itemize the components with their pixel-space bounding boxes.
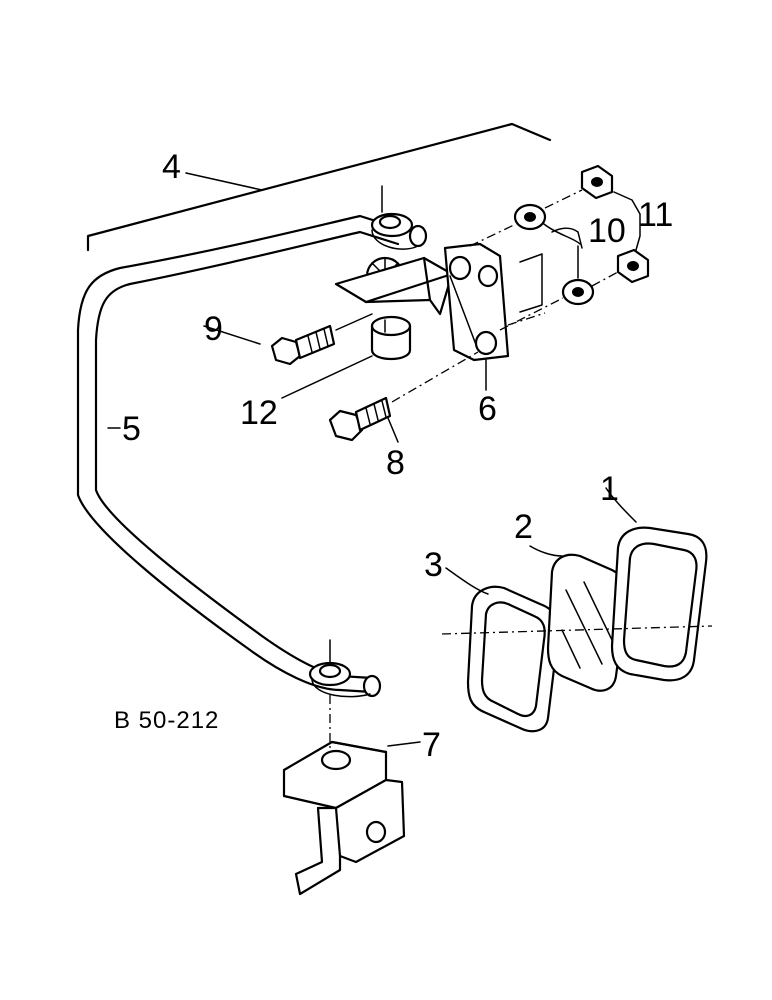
spacer-12 [370, 315, 412, 361]
callout-5: 5 [122, 410, 141, 448]
nut-upper-11 [544, 164, 614, 209]
mounting-bracket-7 [282, 695, 406, 896]
callout-10: 10 [588, 212, 626, 250]
bracket-plate-6 [443, 242, 546, 362]
callout-2: 2 [514, 508, 533, 546]
callout-7: 7 [422, 726, 441, 764]
lock-washer-lower-10 [499, 278, 595, 331]
callout-4: 4 [162, 148, 181, 186]
bolt-9 [270, 313, 373, 366]
callout-11: 11 [638, 196, 673, 234]
callout-9: 9 [204, 310, 223, 348]
angle-bracket [334, 256, 454, 316]
mirror-centerline [441, 625, 713, 635]
callout-8: 8 [386, 444, 405, 482]
mirror-housing-1 [610, 526, 708, 682]
callout-6: 6 [478, 390, 497, 428]
mirror-frame-3 [466, 585, 560, 733]
callout-3: 3 [424, 546, 443, 584]
lock-washer-upper-10 [469, 203, 547, 247]
bolt-8 [328, 351, 479, 442]
figure-code: B 50-212 [114, 707, 219, 734]
callout-1: 1 [600, 470, 619, 508]
leader-lines [107, 185, 641, 747]
nut-lower-11 [591, 248, 650, 287]
assembly-bracket-4 [86, 122, 552, 252]
callout-labels: 1 2 3 4 5 6 7 8 9 10 11 12 [122, 148, 673, 764]
callout-12: 12 [240, 394, 278, 432]
mirror-glass-2 [546, 553, 628, 692]
